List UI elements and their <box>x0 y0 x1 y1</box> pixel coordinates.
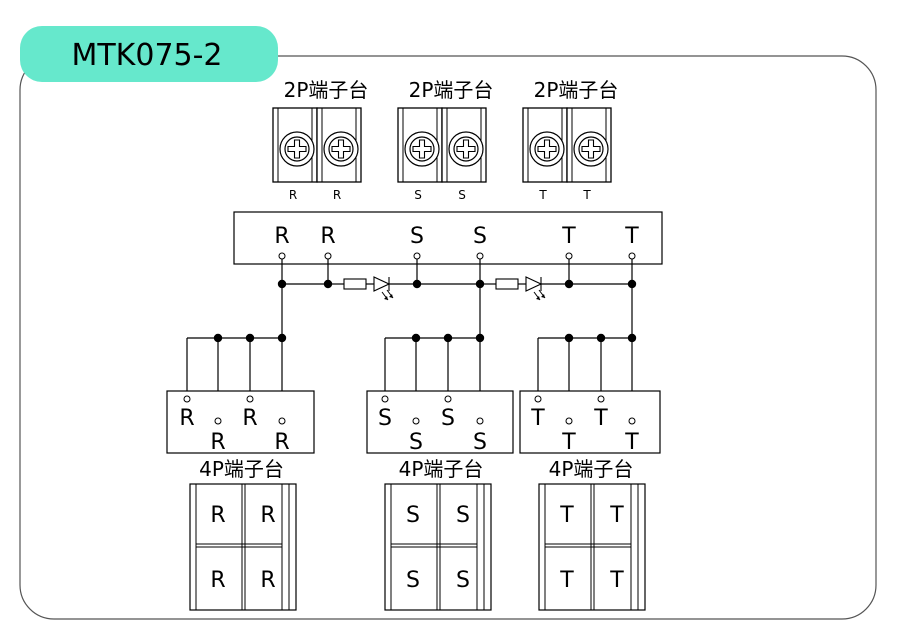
terminal-pin <box>381 395 389 403</box>
pcb-terminal-label: S <box>441 406 455 431</box>
terminal-label: S <box>458 188 466 202</box>
block-label: 2P端子台 <box>284 78 369 102</box>
terminal-label: R <box>333 188 341 202</box>
title-text: MTK075-2 <box>71 38 222 73</box>
screw-cross <box>412 139 432 159</box>
block-label: 2P端子台 <box>534 78 619 102</box>
pcb-board-4p <box>166 390 315 454</box>
terminal-label: R <box>210 568 225 593</box>
terminal-label: S <box>406 503 420 528</box>
resistor <box>495 278 519 290</box>
pcb-terminal-label: T <box>561 224 576 249</box>
terminal-label: T <box>582 188 591 202</box>
led <box>373 276 391 292</box>
pcb-terminal-label: S <box>473 430 487 455</box>
terminal-label: T <box>559 568 574 593</box>
terminal-pin <box>278 417 286 425</box>
terminal-pin <box>476 252 484 260</box>
terminal-pin <box>565 417 573 425</box>
terminal-label: S <box>414 188 422 202</box>
terminal-pin <box>597 395 605 403</box>
terminal-pin <box>183 395 191 403</box>
terminal-pin <box>246 395 254 403</box>
terminal-block-2p: 2P端子台 S S <box>397 78 494 202</box>
resistor <box>343 278 367 290</box>
screw-cross <box>287 139 307 159</box>
terminal-pin <box>324 252 332 260</box>
led <box>525 276 543 292</box>
pcb-terminal-label: T <box>624 224 639 249</box>
pcb-terminal-label: T <box>593 406 608 431</box>
terminal-block-2p: 2P端子台 R R <box>272 78 369 202</box>
led-arrow-head <box>536 296 540 300</box>
title-badge <box>20 26 278 82</box>
terminal-label: T <box>609 503 624 528</box>
screw-cross <box>537 139 557 159</box>
pcb-terminal-label: R <box>210 430 225 455</box>
terminal-pin <box>534 395 542 403</box>
block-label: 4P端子台 <box>199 457 284 481</box>
terminal-label: R <box>260 568 275 593</box>
pcb-terminal-label: R <box>179 406 194 431</box>
pcb-terminal-label: R <box>274 430 289 455</box>
terminal-pin <box>412 417 420 425</box>
pcb-terminal-label: R <box>242 406 257 431</box>
terminal-label: R <box>210 503 225 528</box>
led-arrow-head <box>389 294 393 298</box>
block-label: 4P端子台 <box>399 457 484 481</box>
led-arrow-head <box>384 296 388 300</box>
terminal-label: S <box>456 503 470 528</box>
pcb-terminal-label: T <box>530 406 545 431</box>
outer-frame <box>19 55 877 620</box>
terminal-label: S <box>456 568 470 593</box>
block-label: 4P端子台 <box>549 457 634 481</box>
terminal-label: T <box>538 188 547 202</box>
terminal-pin <box>444 395 452 403</box>
terminal-pin <box>476 417 484 425</box>
pcb-terminal-label: S <box>378 406 392 431</box>
pcb-terminal-label: R <box>320 224 335 249</box>
pcb-terminal-label: S <box>473 224 487 249</box>
pcb-board-4p <box>366 390 514 454</box>
block-label: 2P端子台 <box>409 78 494 102</box>
terminal-pin <box>628 252 636 260</box>
pcb-board-4p <box>519 390 661 454</box>
pcb-terminal-label: T <box>624 430 639 455</box>
terminal-pin <box>628 417 636 425</box>
pcb-terminal-label: R <box>274 224 289 249</box>
terminal-label: T <box>559 503 574 528</box>
pcb-terminal-label: T <box>561 430 576 455</box>
led-arrow-head <box>541 294 545 298</box>
pcb-terminal-label: S <box>409 430 423 455</box>
terminal-pin <box>565 252 573 260</box>
terminal-pin <box>278 252 286 260</box>
terminal-block-2p: 2P端子台 T T <box>522 78 619 202</box>
terminal-label: T <box>609 568 624 593</box>
terminal-label: S <box>406 568 420 593</box>
screw-cross <box>581 139 601 159</box>
pcb-terminal-label: S <box>410 224 424 249</box>
screw-cross <box>456 139 476 159</box>
screw-cross <box>331 139 351 159</box>
junction-dot <box>412 279 422 289</box>
terminal-label: R <box>289 188 297 202</box>
terminal-label: R <box>260 503 275 528</box>
terminal-pin <box>413 252 421 260</box>
junction-dot <box>564 279 574 289</box>
junction-dot <box>323 279 333 289</box>
pcb-board <box>233 211 663 265</box>
terminal-pin <box>214 417 222 425</box>
